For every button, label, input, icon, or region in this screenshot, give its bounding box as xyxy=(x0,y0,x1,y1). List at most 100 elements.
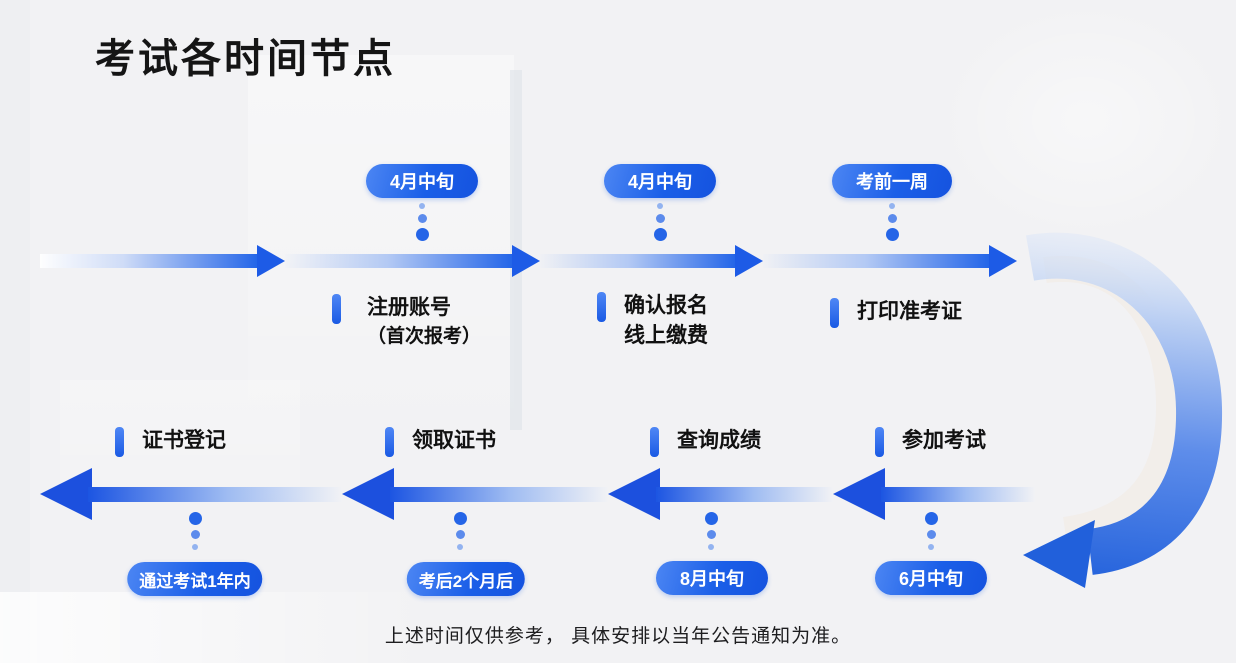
step-receive-certificate: 领取证书 xyxy=(385,426,496,457)
dot-icon xyxy=(889,203,895,209)
dot-icon xyxy=(657,203,663,209)
arrow-head-right-icon xyxy=(735,245,763,277)
dot-icon xyxy=(885,228,899,241)
step-sublabel: 线上缴费 xyxy=(624,324,708,348)
time-pill-august: 8月中旬 xyxy=(655,561,769,595)
arrow-shaft xyxy=(390,487,608,502)
step-marker xyxy=(115,427,124,457)
dot-icon xyxy=(457,544,463,550)
loop-arrow-head xyxy=(1023,520,1095,588)
background-top-right-glow xyxy=(936,0,1236,240)
time-pill-2-months-after: 考后2个月后 xyxy=(406,562,526,596)
step-label: 证书登记 xyxy=(142,429,226,452)
flow-arrow-right-4 xyxy=(763,241,1017,281)
dot-icon xyxy=(708,544,714,550)
time-pill-week-before: 考前一周 xyxy=(832,164,952,198)
flow-arrow-left-4 xyxy=(833,466,1035,522)
step-marker xyxy=(597,292,606,322)
step-confirm-enrollment: 确认报名 线上缴费 xyxy=(597,291,708,352)
time-pill-april-2: 4月中旬 xyxy=(603,164,717,198)
arrow-shaft xyxy=(763,254,991,268)
step-marker xyxy=(830,298,839,328)
connector-dots xyxy=(923,512,939,550)
step-label: 查询成绩 xyxy=(677,429,761,452)
flow-arrow-left-3 xyxy=(608,466,833,522)
arrow-head-left-icon xyxy=(342,468,394,520)
connector-dots xyxy=(884,203,900,241)
step-label-lines: 证书登记 xyxy=(142,426,226,456)
step-label: 领取证书 xyxy=(412,429,496,452)
arrow-head-left-icon xyxy=(608,468,660,520)
step-print-ticket: 打印准考证 xyxy=(830,297,962,328)
dot-icon xyxy=(192,544,198,550)
arrow-head-left-icon xyxy=(40,468,92,520)
arrow-shaft xyxy=(40,254,259,268)
step-label-lines: 注册账号 （首次报考） xyxy=(367,293,481,351)
loop-arrow xyxy=(1023,232,1223,588)
arrow-shaft xyxy=(88,487,342,502)
arrow-shaft xyxy=(656,487,833,502)
dot-icon xyxy=(455,530,465,539)
dot-icon xyxy=(190,530,200,539)
background-panel-left xyxy=(0,0,30,663)
step-label-lines: 查询成绩 xyxy=(677,426,761,456)
dot-icon xyxy=(887,214,897,223)
connector-dots xyxy=(452,512,468,550)
time-pill-june: 6月中旬 xyxy=(874,561,988,595)
connector-dots xyxy=(187,512,203,550)
flow-arrow-right-2 xyxy=(285,241,540,281)
background-column-shape xyxy=(248,55,514,445)
arrow-head-right-icon xyxy=(989,245,1017,277)
dot-icon xyxy=(928,544,934,550)
flow-arrow-left-1 xyxy=(40,466,342,522)
time-pill-label: 6月中旬 xyxy=(898,569,964,589)
dot-icon xyxy=(653,228,667,241)
step-label-lines: 打印准考证 xyxy=(857,297,962,327)
step-label-lines: 领取证书 xyxy=(412,426,496,456)
flow-arrow-right-1 xyxy=(40,241,285,281)
time-pill-label: 8月中旬 xyxy=(679,569,745,589)
step-label: 确认报名 xyxy=(624,294,708,317)
connector-dots xyxy=(414,203,430,241)
dot-icon xyxy=(924,512,938,525)
step-take-exam: 参加考试 xyxy=(875,426,986,457)
time-pill-label: 考前一周 xyxy=(856,172,928,192)
flow-arrow-right-3 xyxy=(540,241,763,281)
disclaimer-text: 上述时间仅供参考， 具体安排以当年公告通知为准。 xyxy=(384,626,852,647)
dot-icon xyxy=(926,530,936,539)
step-label-lines: 参加考试 xyxy=(902,426,986,456)
page-title: 考试各时间节点 xyxy=(95,37,396,81)
time-pill-within-1-year: 通过考试1年内 xyxy=(127,562,263,596)
flow-arrow-left-2 xyxy=(342,466,608,522)
step-check-scores: 查询成绩 xyxy=(650,426,761,457)
arrow-shaft xyxy=(540,254,737,268)
connector-dots xyxy=(703,512,719,550)
arrow-head-left-icon xyxy=(833,468,885,520)
arrow-head-right-icon xyxy=(512,245,540,277)
step-label: 参加考试 xyxy=(902,429,986,452)
arrow-shaft xyxy=(881,487,1035,502)
time-pill-label: 通过考试1年内 xyxy=(139,571,251,591)
connector-dots xyxy=(652,203,668,241)
dot-icon xyxy=(704,512,718,525)
step-label: 注册账号 xyxy=(367,296,451,319)
step-marker xyxy=(385,427,394,457)
dot-icon xyxy=(706,530,716,539)
time-pill-label: 考后2个月后 xyxy=(418,571,514,591)
dot-icon xyxy=(415,228,429,241)
step-sublabel: （首次报考） xyxy=(367,326,482,348)
step-certificate-registration: 证书登记 xyxy=(115,426,226,457)
time-pill-label: 4月中旬 xyxy=(389,172,455,192)
dot-icon xyxy=(453,512,467,525)
dot-icon xyxy=(417,214,427,223)
step-marker xyxy=(332,294,341,324)
arrow-head-right-icon xyxy=(257,245,285,277)
step-marker xyxy=(650,427,659,457)
step-label-lines: 确认报名 线上缴费 xyxy=(624,291,708,352)
dot-icon xyxy=(655,214,665,223)
time-pill-label: 4月中旬 xyxy=(627,172,693,192)
loop-arrow-body xyxy=(1025,232,1223,575)
step-label: 打印准考证 xyxy=(857,300,962,323)
dot-icon xyxy=(419,203,425,209)
